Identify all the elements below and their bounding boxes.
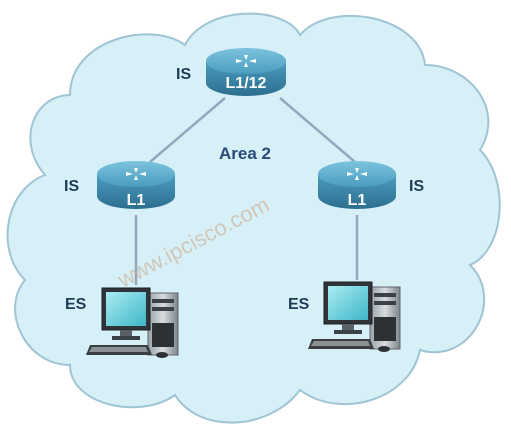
area-label: Area 2 bbox=[219, 144, 271, 163]
links bbox=[134, 97, 359, 285]
right-router-role: IS bbox=[409, 178, 424, 195]
desktop-computer-icon bbox=[308, 281, 401, 352]
top-router-label: L1/12 bbox=[226, 75, 267, 92]
desktop-computer-icon bbox=[86, 287, 179, 358]
link-top-right bbox=[279, 97, 356, 163]
right-pc-role: ES bbox=[288, 296, 310, 313]
router-icon bbox=[318, 161, 396, 209]
left-pc-role: ES bbox=[65, 296, 87, 313]
right-router-label: L1 bbox=[348, 192, 367, 209]
router-icon bbox=[97, 161, 175, 209]
top-router-role: IS bbox=[176, 66, 191, 83]
left-router-label: L1 bbox=[127, 192, 146, 209]
router-icon bbox=[206, 48, 286, 96]
left-router-role: IS bbox=[64, 178, 79, 195]
link-top-left bbox=[149, 97, 226, 163]
